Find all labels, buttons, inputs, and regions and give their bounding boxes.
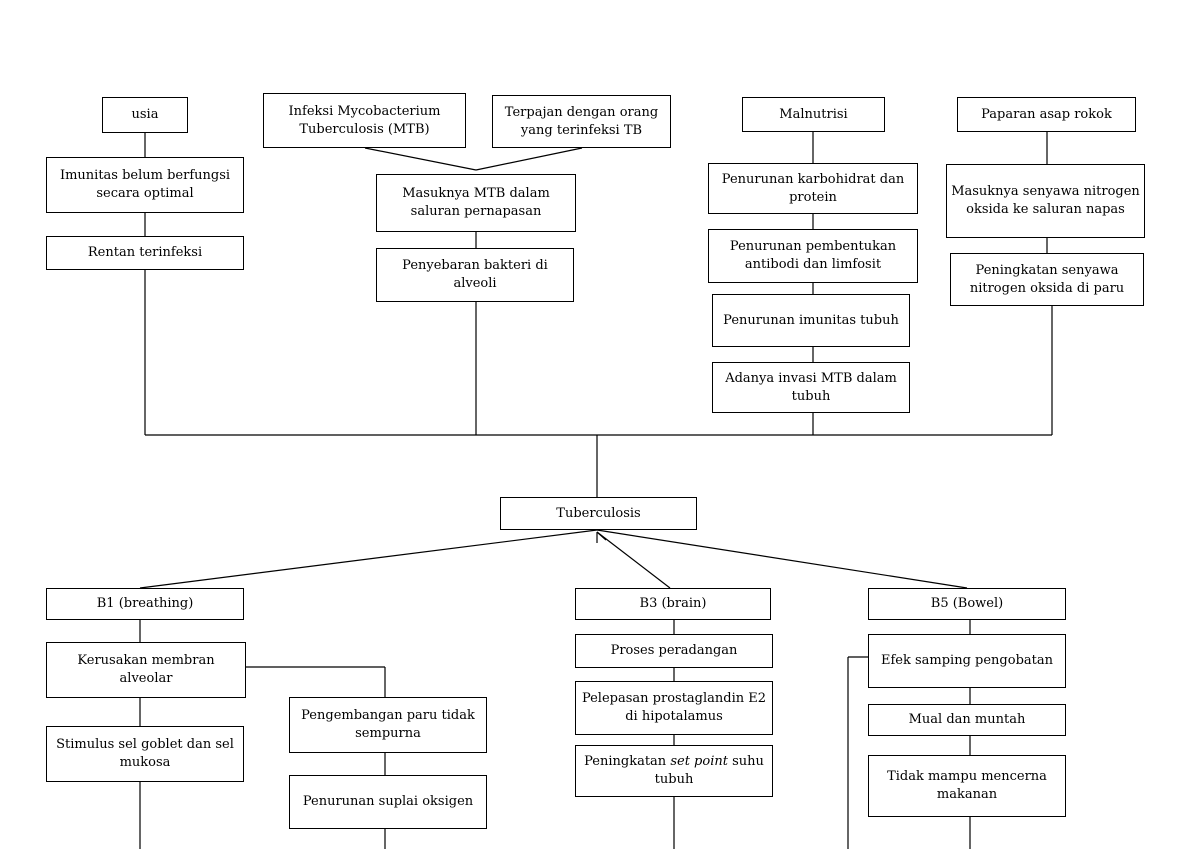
- node-malnutrisi: Malnutrisi: [742, 97, 885, 132]
- set-point-italic: set point: [670, 754, 728, 770]
- node-stimulus-sel: Stimulus sel goblet dan sel mukosa: [46, 726, 244, 782]
- node-kerusakan-membran: Kerusakan membran alveolar: [46, 642, 246, 698]
- node-tuberculosis: Tuberculosis: [500, 497, 697, 530]
- node-penurunan-karbohidrat: Penurunan karbohidrat dan protein: [708, 163, 918, 214]
- node-masuknya-mtb: Masuknya MTB dalam saluran pernapasan: [376, 174, 576, 232]
- set-point-pre: Peningkatan: [584, 754, 671, 770]
- node-b1: B1 (breathing): [46, 588, 244, 620]
- node-usia: usia: [102, 97, 188, 133]
- set-point-post: suhu tubuh: [654, 754, 764, 787]
- node-tidak-mampu: Tidak mampu mencerna makanan: [868, 755, 1066, 817]
- node-pengembangan-paru: Pengembangan paru tidak sempurna: [289, 697, 487, 753]
- node-pelepasan-prostaglandin: Pelepasan prostaglandin E2 di hipotalamu…: [575, 681, 773, 735]
- node-b3: B3 (brain): [575, 588, 771, 620]
- node-proses-peradangan: Proses peradangan: [575, 634, 773, 668]
- node-adanya-invasi: Adanya invasi MTB dalam tubuh: [712, 362, 910, 413]
- node-b5: B5 (Bowel): [868, 588, 1066, 620]
- node-peningkatan-set-point: Peningkatan set point suhu tubuh: [575, 745, 773, 797]
- set-point-text: Peningkatan set point suhu tubuh: [580, 753, 768, 788]
- node-penyebaran-bakteri: Penyebaran bakteri di alveoli: [376, 248, 574, 302]
- node-penurunan-suplai: Penurunan suplai oksigen: [289, 775, 487, 829]
- node-paparan-asap: Paparan asap rokok: [957, 97, 1136, 132]
- node-mual-muntah: Mual dan muntah: [868, 704, 1066, 736]
- node-penurunan-imunitas: Penurunan imunitas tubuh: [712, 294, 910, 347]
- node-peningkatan-senyawa: Peningkatan senyawa nitrogen oksida di p…: [950, 253, 1144, 306]
- node-masuknya-senyawa: Masuknya senyawa nitrogen oksida ke salu…: [946, 164, 1145, 238]
- node-efek-samping: Efek samping pengobatan: [868, 634, 1066, 688]
- node-rentan-terinfeksi: Rentan terinfeksi: [46, 236, 244, 270]
- node-terpajan: Terpajan dengan orang yang terinfeksi TB: [492, 95, 671, 148]
- node-imunitas-belum: Imunitas belum berfungsi secara optimal: [46, 157, 244, 213]
- node-penurunan-pembentukan: Penurunan pembentukan antibodi dan limfo…: [708, 229, 918, 283]
- node-infeksi-mtb: Infeksi Mycobacterium Tuberculosis (MTB): [263, 93, 466, 148]
